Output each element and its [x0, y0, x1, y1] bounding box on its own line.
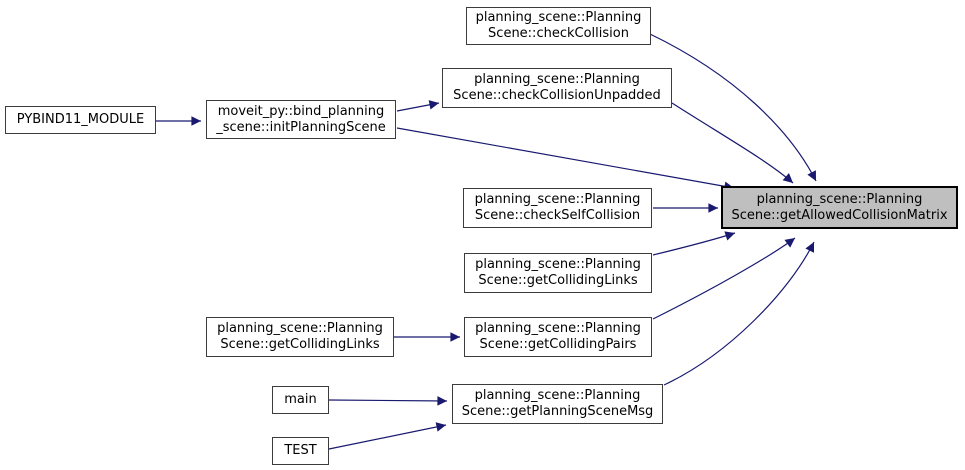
node-label: Scene::getAllowedCollisionMatrix [731, 207, 948, 223]
node-pybind11-module[interactable]: PYBIND11_MODULE [5, 106, 156, 134]
node-label: TEST [284, 443, 317, 458]
node-label: planning_scene::Planning [474, 72, 640, 87]
node-label: PYBIND11_MODULE [16, 112, 145, 127]
node-label: Scene::getCollidingLinks [478, 273, 638, 288]
edge-test-to-getplanningscenemsg [328, 422, 447, 450]
node-planning-scene-check-self-collision[interactable]: planning_scene::Planning Scene::checkSel… [463, 188, 652, 228]
node-label: Scene::checkSelfCollision [474, 208, 641, 223]
node-planning-scene-get-allowed-collision-matrix: planning_scene::Planning Scene::getAllow… [721, 186, 958, 229]
node-label: planning_scene::Planning [474, 192, 641, 207]
node-label: Scene::getCollidingPairs [479, 337, 637, 352]
edge-main-to-getplanningscenemsg [328, 396, 448, 406]
node-label: planning_scene::Planning [475, 321, 641, 336]
edge-getcollidinglinks-to-getallowedcollisionmatrix [652, 231, 736, 256]
node-label: Scene::getPlanningSceneMsg [461, 404, 654, 419]
node-label: planning_scene::Planning [756, 191, 923, 207]
edge-getplanningscenemsg-to-getallowedcollisionmatrix [663, 241, 815, 386]
node-planning-scene-get-colliding-pairs[interactable]: planning_scene::Planning Scene::getColli… [464, 317, 652, 357]
edge-checkcollisionunpadded-to-getallowedcollisionmatrix [671, 102, 794, 184]
node-label: planning_scene::Planning [475, 257, 641, 272]
node-planning-scene-check-collision-unpadded[interactable]: planning_scene::Planning Scene::checkCol… [442, 68, 672, 108]
node-main[interactable]: main [272, 386, 329, 414]
node-moveit-py-init-planning-scene[interactable]: moveit_py::bind_planning _scene::initPla… [206, 100, 396, 139]
node-planning-scene-get-colliding-links[interactable]: planning_scene::Planning Scene::getColli… [464, 253, 652, 293]
edge-initplanningscene-to-checkcollisionunpadded [396, 100, 440, 112]
node-label: planning_scene::Planning [217, 321, 383, 336]
node-label: Scene::getCollidingLinks [220, 337, 380, 352]
node-test[interactable]: TEST [272, 437, 329, 465]
node-label: Scene::checkCollision [488, 26, 629, 41]
edge-getcollidingpairs-to-getallowedcollisionmatrix [652, 237, 796, 320]
node-planning-scene-get-colliding-links-caller[interactable]: planning_scene::Planning Scene::getColli… [206, 317, 394, 357]
node-planning-scene-get-planning-scene-msg[interactable]: planning_scene::Planning Scene::getPlann… [452, 384, 663, 424]
node-label: Scene::checkCollisionUnpadded [453, 88, 661, 103]
edge-initplanningscene-to-getallowedcollisionmatrix [396, 127, 735, 192]
node-planning-scene-check-collision[interactable]: planning_scene::Planning Scene::checkCol… [466, 7, 651, 45]
node-label: planning_scene::Planning [475, 10, 642, 25]
edge-checkcollision-to-getallowedcollisionmatrix [649, 33, 817, 182]
node-label: planning_scene::Planning [474, 388, 641, 403]
node-label: moveit_py::bind_planning [217, 103, 385, 119]
node-label: _scene::initPlanningScene [216, 119, 386, 135]
node-label: main [284, 392, 317, 407]
